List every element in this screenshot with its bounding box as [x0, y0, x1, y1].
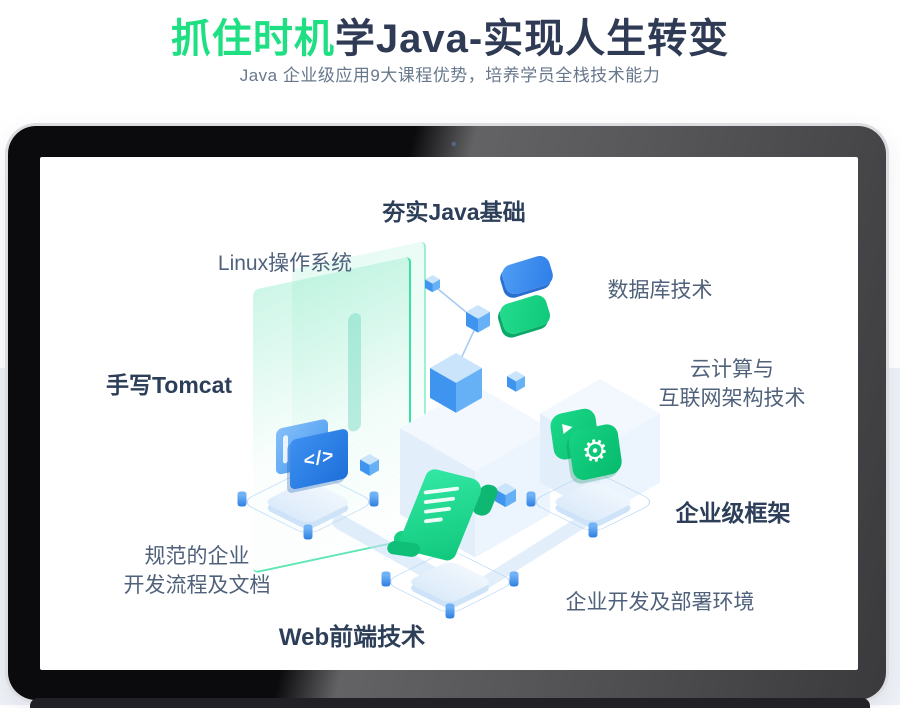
node-cube-icon [466, 305, 490, 333]
platform-post [237, 491, 247, 507]
laptop-screen: </> ▶ ⚙ 夯实Java基础 [40, 157, 858, 670]
label-deploy: 企业开发及部署环境 [565, 591, 755, 614]
laptop-mockup: </> ▶ ⚙ 夯实Java基础 [8, 126, 886, 700]
label-java-basics: 夯实Java基础 [382, 199, 526, 225]
webcam-icon [451, 141, 457, 147]
label-cloud-line1: 云计算与 [690, 358, 774, 381]
platform-post [526, 491, 536, 507]
editor-window-front: </> [290, 427, 348, 491]
label-cloud: 云计算与 互联网架构技术 [659, 355, 806, 413]
editor-sidebar [283, 434, 288, 464]
small-cube-icon [360, 454, 379, 476]
label-cloud-line2: 互联网架构技术 [658, 387, 806, 410]
framework-card-front: ⚙ [567, 422, 624, 483]
label-framework: 企业级框架 [675, 500, 791, 526]
small-cube-icon [507, 371, 525, 392]
small-cube-icon [495, 483, 516, 508]
platform-post [381, 571, 391, 587]
framework-icon: ▶ ⚙ [548, 399, 643, 502]
platform-post [588, 522, 598, 538]
scroll-text-lines [423, 486, 460, 529]
platform-post [303, 524, 313, 540]
title-rest: 学Java-实现人生转变 [334, 17, 730, 61]
label-process: 规范的企业 开发流程及文档 [124, 542, 271, 600]
gear-icon: ⚙ [579, 432, 611, 471]
big-cube-icon [430, 353, 482, 413]
label-process-line1: 规范的企业 [144, 545, 250, 568]
platform-post [509, 571, 519, 587]
node-cube-icon [425, 275, 440, 293]
page-subtitle: Java 企业级应用9大课程优势，培养学员全栈技术能力 [239, 66, 661, 85]
label-linux: Linux操作系统 [217, 252, 353, 275]
laptop-base [30, 698, 870, 708]
label-tomcat: 手写Tomcat [105, 372, 233, 398]
platform-post [369, 491, 379, 507]
platform-post [445, 603, 455, 619]
code-tag-icon: </> [303, 444, 335, 473]
label-web: Web前端技术 [278, 624, 426, 651]
title-highlight: 抓住时机 [170, 17, 335, 61]
label-database: 数据库技术 [607, 279, 713, 302]
label-process-line2: 开发流程及文档 [123, 574, 271, 597]
page-title: 抓住时机学Java-实现人生转变 [171, 6, 729, 64]
